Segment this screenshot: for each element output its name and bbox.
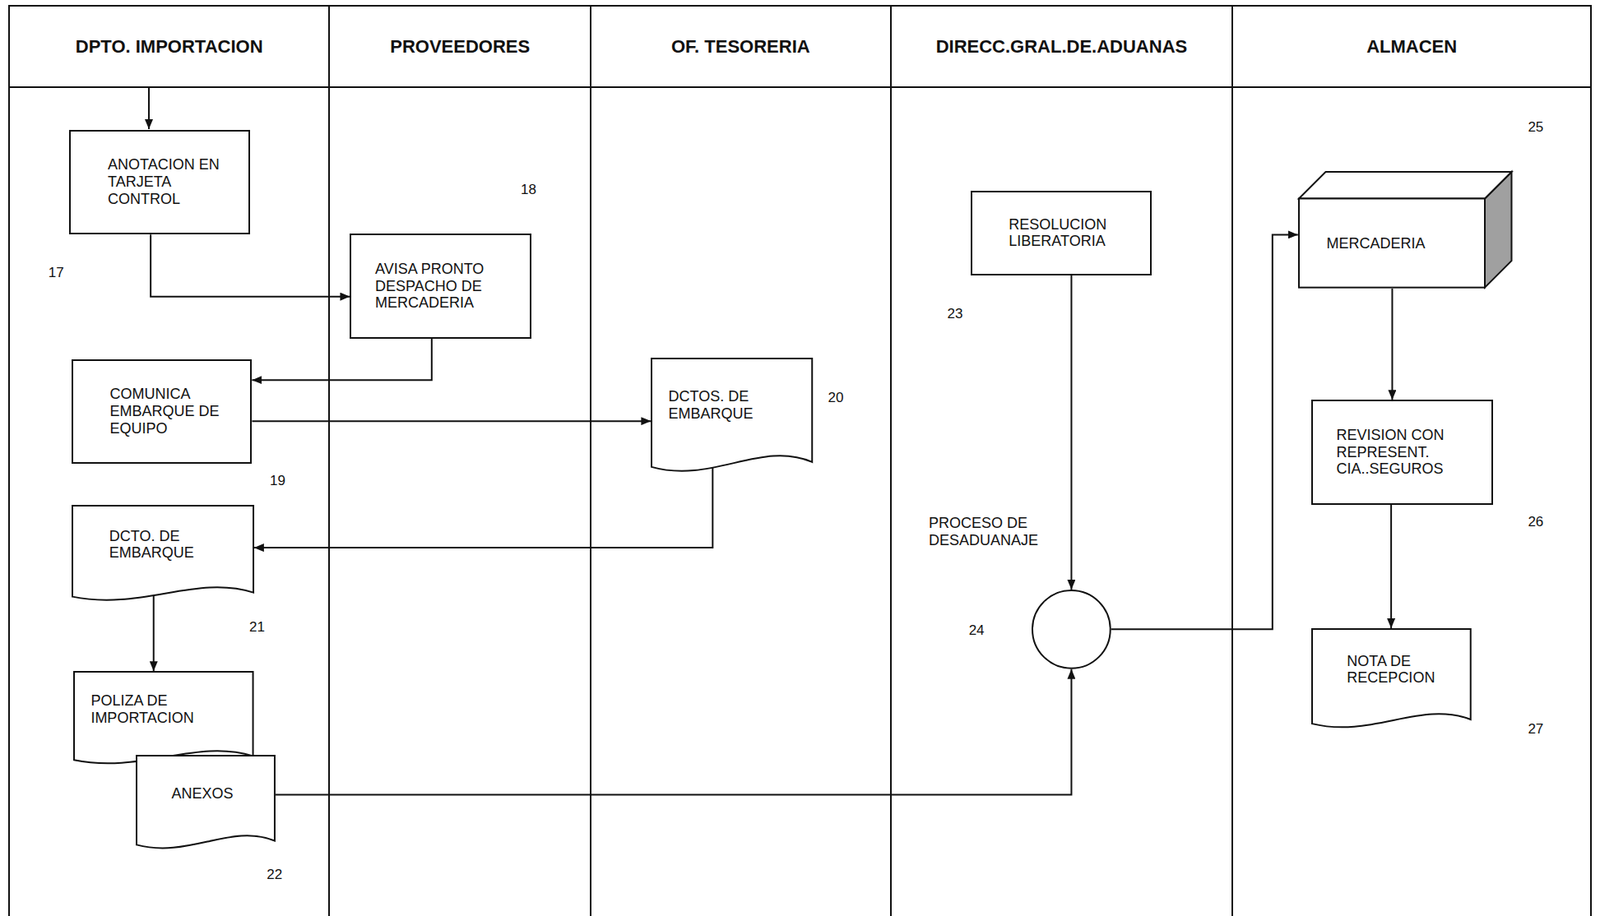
node-text: COMUNICA EMBARQUE DE EQUIPO [109,385,244,437]
document-shape: DCTO. DE EMBARQUE [71,505,255,608]
edge-group [150,234,1392,795]
node-text: NOTA DE RECEPCION [1346,653,1465,687]
swimlane: DCTOS. DE EMBARQUE OF. TESORERIA [589,4,891,916]
node-text: MERCADERIA [1326,235,1426,253]
lane-title: PROVEEDORES [389,36,530,57]
document-path [651,358,812,472]
lane-header: DPTO. IMPORTACION [9,6,329,89]
circle-path [1032,590,1111,669]
node-text: AVISA PRONTO DESPACHO DE MERCADERIA [375,260,524,312]
process-box: AVISA PRONTO DESPACHO DE MERCADERIA [349,233,532,339]
document-path [72,505,254,601]
lane-header: DIRECC.GRAL.DE.ADUANAS [891,6,1233,89]
cube-outline [1298,171,1512,289]
swimlane: RESOLUCION LIBERATORIA PROCESO DE DESADUA… [890,4,1233,916]
process-box: RESOLUCION LIBERATORIA [970,190,1153,276]
document-path [74,672,254,764]
node-text: RESOLUCION LIBERATORIA [1008,216,1144,251]
callout-number: 26 [1527,514,1544,531]
lane-title: OF. TESORERIA [671,36,811,57]
swimlane: MERCADERIA REVISION CON REPRESENT. CIA..S… [1231,4,1592,916]
document-path [1312,629,1471,728]
document-shape: ANEXOS [135,755,276,856]
node-text: DCTO. DE EMBARQUE [109,528,248,562]
flow-arrow [150,234,350,297]
goods-box: MERCADERIA [1298,171,1512,289]
flow-arrow [153,594,155,672]
lane-title: ALMACEN [1366,36,1457,57]
node-text: DCTOS. DE EMBARQUE [667,388,807,423]
circle-caption: PROCESO DE DESADUANAJE [928,514,1049,549]
flow-arrow [1391,288,1393,400]
process-circle: PROCESO DE DESADUANAJE [1031,589,1112,670]
flow-arrow [251,338,432,381]
callout-number: 25 [1527,119,1544,136]
cube-top [1298,171,1512,199]
lane-header: PROVEEDORES [329,6,590,89]
node-text: POLIZA DE IMPORTACION [90,692,247,727]
process-box: ANOTACION EN TARJETA CONTROL [69,129,251,236]
flow-arrow [1070,275,1072,590]
lane-title: DPTO. IMPORTACION [75,36,264,57]
lane-title: DIRECC.GRAL.DE.ADUANAS [936,36,1188,57]
circle-outline [1031,589,1112,670]
node-text: ANOTACION EN TARJETA CONTROL [107,156,242,208]
callout-number: 20 [827,389,844,407]
cube-front [1298,199,1485,288]
lane-header: ALMACEN [1233,6,1591,89]
node-text: PROCESO DE DESADUANAJE [928,514,1049,549]
lane-header: OF. TESORERIA [591,6,891,89]
flow-arrow [254,464,713,548]
callout-number: 23 [947,306,964,323]
callout-number: 18 [520,181,537,199]
callout-number: 27 [1527,721,1544,738]
callout-number: 19 [269,473,286,490]
swimlane: ANOTACION EN TARJETA CONTROL COMUNICA EMB… [8,4,329,916]
document-shape: NOTA DE RECEPCION [1311,628,1472,735]
callout-number: 22 [266,867,283,884]
document-path [136,755,275,849]
process-box: REVISION CON REPRESENT. CIA..SEGUROS [1311,399,1494,506]
swimlane: AVISA PRONTO DESPACHO DE MERCADERIA PROVE… [328,4,590,916]
callout-number: 17 [48,264,65,282]
flow-arrow [1390,505,1392,629]
document-shape: DCTOS. DE EMBARQUE [650,357,813,480]
process-box: COMUNICA EMBARQUE DE EQUIPO [71,359,253,465]
flow-arrow [1111,234,1299,630]
flow-arrow [275,669,1072,796]
entry-arrow [148,88,150,130]
document-outline [135,755,276,856]
node-text: REVISION CON REPRESENT. CIA..SEGUROS [1335,426,1485,478]
callout-number: 21 [249,619,265,636]
callout-number: 24 [969,622,985,640]
node-text: ANEXOS [171,785,233,803]
